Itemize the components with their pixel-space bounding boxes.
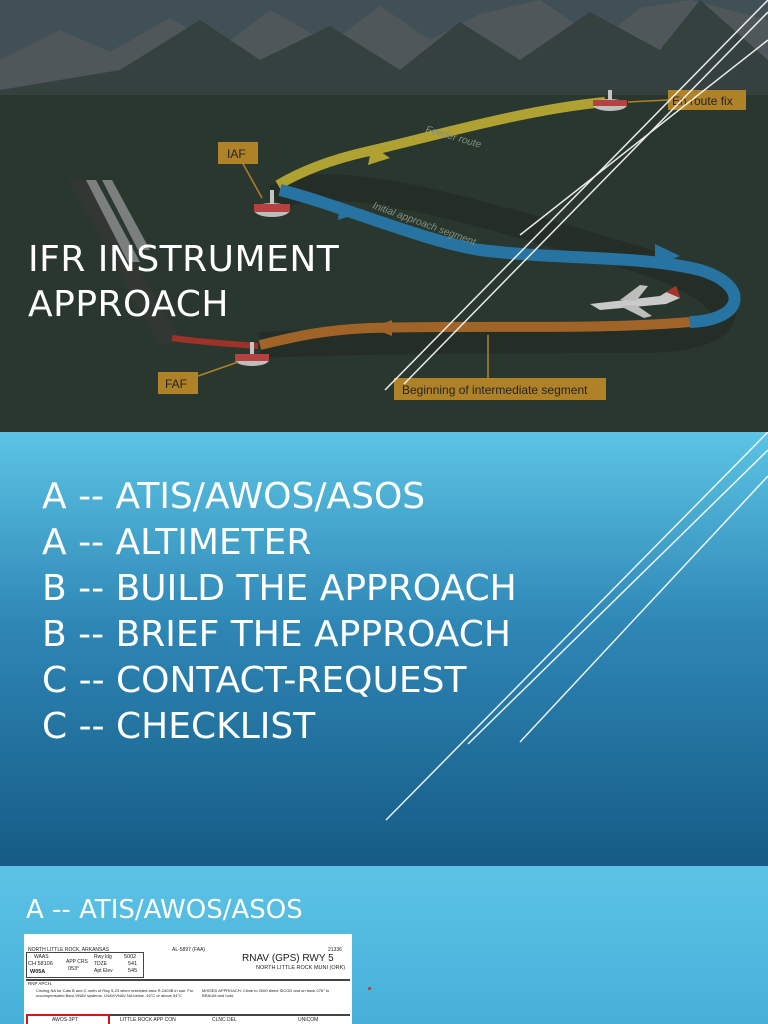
red-dot: [368, 987, 371, 990]
approach-chart-excerpt: NORTH LITTLE ROCK, ARKANSAS AL-5897 (FAA…: [24, 934, 352, 1024]
list-item: B -- BUILD THE APPROACH: [42, 568, 517, 609]
list-item: A -- ATIS/AWOS/ASOS: [42, 476, 426, 517]
intermediate-label: Beginning of intermediate segment: [402, 383, 588, 397]
feeder-route: [275, 97, 606, 190]
chart-apt-elev: 545: [128, 968, 138, 974]
chart-location: NORTH LITTLE ROCK, ARKANSAS: [28, 947, 110, 953]
chart-tdze: 541: [128, 961, 138, 967]
chart-w: W05A: [30, 969, 46, 975]
en-route-fix-marker: [593, 90, 627, 111]
chart-divider: [26, 979, 350, 981]
checklist: A -- ATIS/AWOS/ASOS A -- ALTIMETER B -- …: [42, 474, 517, 750]
chart-freq-awos: AWOS-3PT: [52, 1017, 78, 1023]
iaf-label-box: [218, 142, 258, 164]
chart-airport: NORTH LITTLE ROCK MUNI (ORK): [256, 965, 346, 971]
list-item: C -- CHECKLIST: [42, 706, 316, 747]
slide-title-line-2: APPROACH: [28, 284, 229, 325]
chart-number: 21336: [328, 947, 342, 953]
chart-waas: WAAS: [34, 954, 49, 960]
faf-label-box: [158, 372, 198, 394]
chart-rwy-ldg-label: Rwy ldg: [94, 954, 112, 960]
chart-rwy-ldg: 5002: [124, 954, 137, 960]
faf-label: FAF: [165, 377, 187, 391]
approach-diagram: En route fix IAF FAF Beginning of interm…: [0, 0, 768, 432]
list-item: C -- CONTACT-REQUEST: [42, 660, 467, 701]
chart-app-crs: 053°: [68, 966, 80, 972]
list-item: B -- BRIEF THE APPROACH: [42, 614, 512, 655]
iaf-label: IAF: [227, 147, 246, 161]
chart-circling-note: Circling NA for Cats B and C north of Rw…: [36, 988, 194, 998]
slide-title: IFR INSTRUMENT APPROACH: [28, 237, 448, 327]
decorative-lines: [384, 0, 768, 391]
slide-title-line-1: IFR INSTRUMENT: [28, 239, 340, 280]
slide-aabbcc-checklist: A -- ATIS/AWOS/ASOS A -- ALTIMETER B -- …: [0, 432, 768, 866]
chart-ch: CH 58106: [28, 961, 53, 967]
initial-approach-segment: [278, 184, 741, 328]
chart-freq-app: LITTLE ROCK APP CON: [120, 1017, 176, 1023]
intermediate-segment: [258, 317, 691, 350]
chart-tdze-label: TDZE: [94, 961, 108, 967]
chart-freq-clnc: CLNC DEL: [212, 1017, 237, 1023]
chart-rnp-note: RNP APCH.: [28, 981, 53, 986]
intermediate-label-box: [394, 378, 606, 400]
decorative-lines: [385, 432, 768, 821]
chart-missed-note: MISSED APPROACH: Climb to 2000 direct SI…: [202, 988, 330, 998]
faf-marker: [235, 342, 269, 366]
airplane-icon: [590, 285, 680, 318]
chart-ref: AL-5897 (FAA): [172, 947, 206, 953]
chart-freq-unicom: UNICOM: [298, 1017, 319, 1023]
awos-highlight-box: [26, 1014, 110, 1024]
chart-apt-elev-label: Apt Elev: [94, 968, 113, 974]
chart-approach-title: RNAV (GPS) RWY 5: [242, 953, 334, 964]
runway: [68, 178, 180, 346]
list-item: A -- ALTIMETER: [42, 522, 312, 563]
chart-info-box: [26, 952, 144, 978]
slide-3-title: A -- ATIS/AWOS/ASOS: [26, 895, 303, 925]
chart-app-crs-label: APP CRS: [66, 959, 88, 965]
iaf-marker: [254, 190, 290, 217]
slide-ifr-approach: En route fix IAF FAF Beginning of interm…: [0, 0, 768, 432]
